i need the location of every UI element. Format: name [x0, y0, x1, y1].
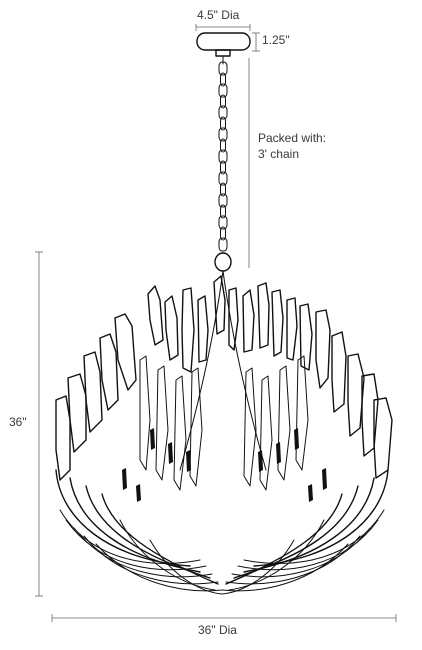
- chain-link: [220, 182, 226, 197]
- chain-link: [220, 160, 226, 175]
- chain-link: [218, 105, 228, 120]
- chandelier-body: [55, 252, 393, 595]
- canopy-height-dimension: 1.25": [252, 32, 290, 52]
- chain-link: [218, 193, 228, 208]
- chain-note-line2: 3' chain: [258, 147, 299, 161]
- overall-height-label: 36": [9, 415, 27, 429]
- chain-link: [220, 204, 226, 219]
- overall-diameter-label: 36" Dia: [198, 623, 237, 637]
- chain-link: [218, 215, 228, 230]
- chain-note-line1: Packed with:: [258, 131, 326, 145]
- chain-link: [220, 94, 226, 109]
- canopy-diameter-dimension: 4.5" Dia: [195, 8, 251, 31]
- chain-link: [218, 171, 228, 186]
- chain-link: [218, 237, 228, 252]
- canopy-height-label: 1.25": [262, 33, 290, 47]
- chain-note: Packed with: 3' chain: [248, 58, 326, 268]
- canopy: [196, 32, 251, 65]
- chain-link: [220, 116, 226, 131]
- chain-link: [220, 138, 226, 153]
- chain-link: [220, 226, 226, 241]
- chain-link: [218, 61, 228, 76]
- chain: [218, 61, 228, 252]
- bowl-loops: [59, 509, 385, 595]
- overall-diameter-dimension: 36" Dia: [51, 614, 397, 637]
- overall-height-dimension: 36": [9, 251, 43, 597]
- canopy-diameter-label: 4.5" Dia: [197, 8, 240, 22]
- chain-link: [218, 127, 228, 142]
- chain-link: [220, 72, 226, 87]
- chain-link: [218, 149, 228, 164]
- chain-link: [218, 83, 228, 98]
- ribbon-accents: [122, 428, 327, 502]
